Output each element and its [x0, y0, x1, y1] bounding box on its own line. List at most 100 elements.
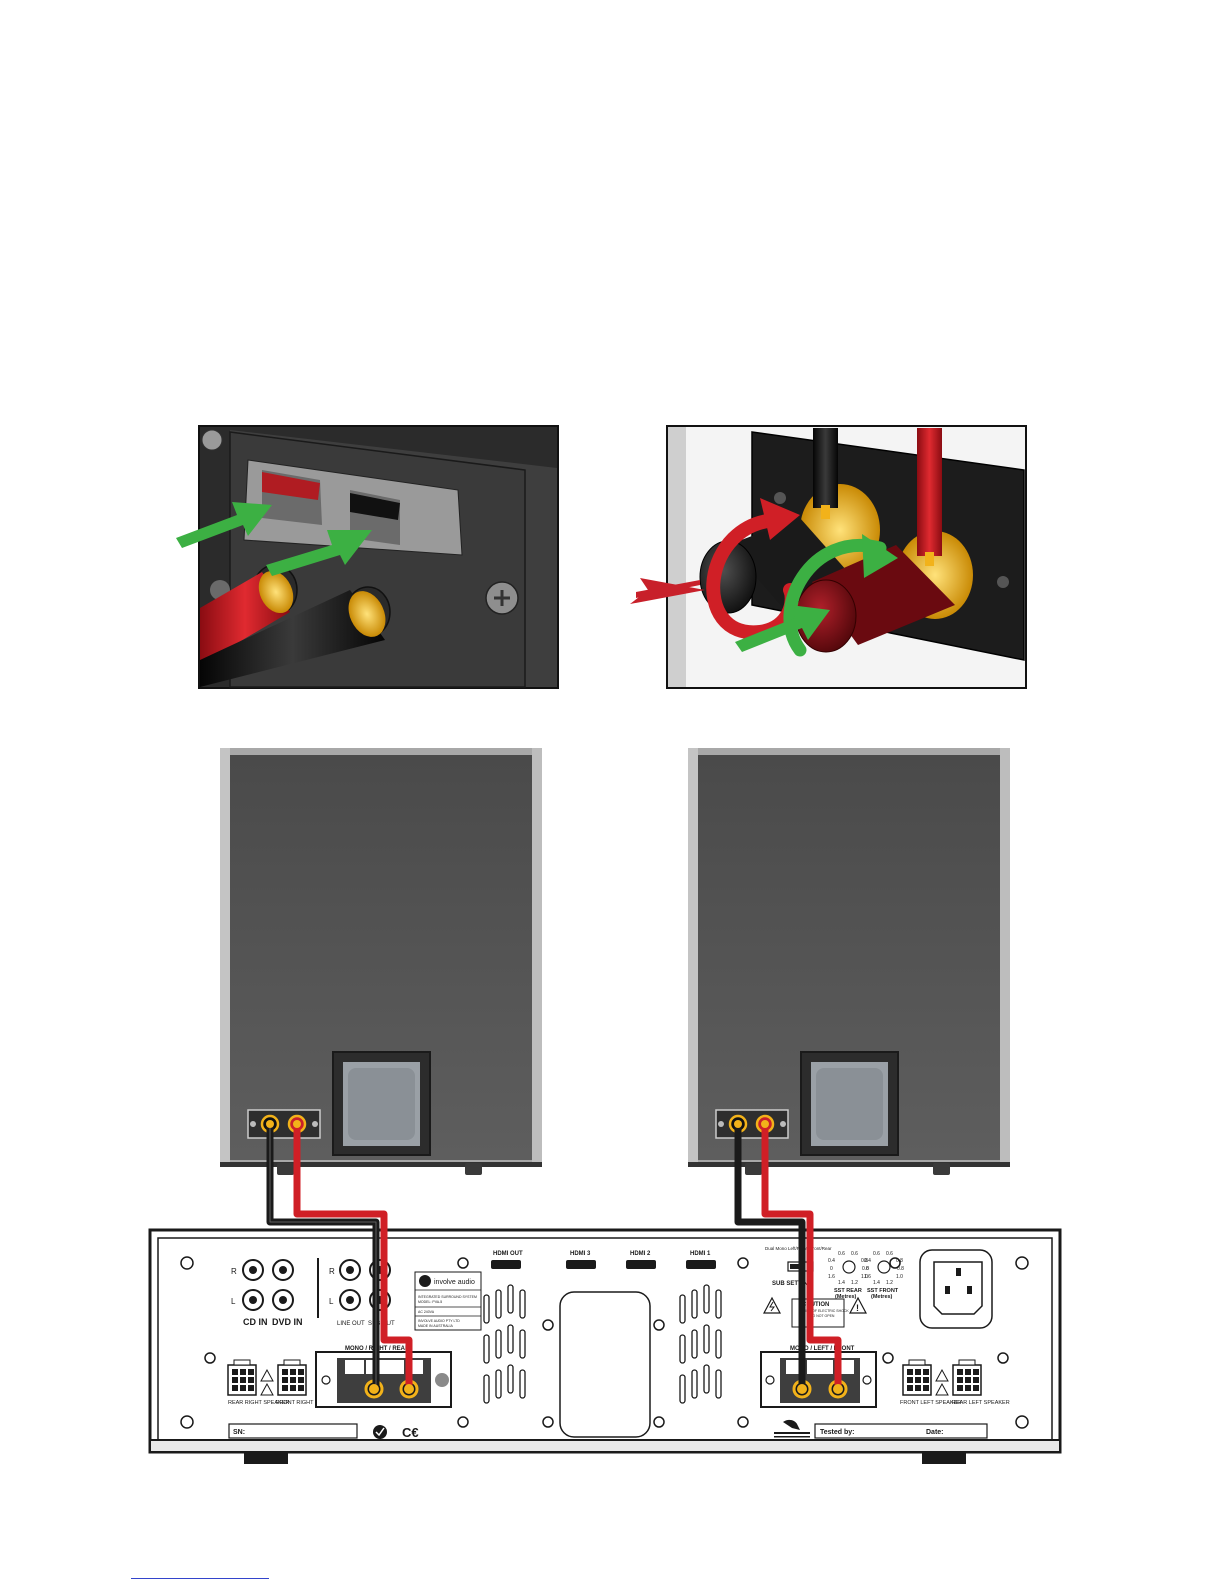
hdmi-port-icon — [626, 1260, 656, 1269]
tested-by-label: Tested by: — [820, 1429, 855, 1436]
sst-tick: 1.6 — [864, 1274, 871, 1280]
front-right-connector: FRONT RIGHT SPEAKER — [276, 1359, 341, 1406]
brand-line5: MADE IN AUSTRALIA — [418, 1324, 453, 1328]
sst-tick: 1.6 — [828, 1274, 835, 1280]
push-clip-arrow-icon — [266, 530, 372, 576]
sst-rear-unit: (Metres) — [835, 1294, 857, 1300]
sst-tick: 0 — [830, 1266, 833, 1272]
sst-tick: 0.8 — [896, 1258, 903, 1264]
binding-post-detail — [630, 425, 1027, 689]
date-label: Date: — [926, 1429, 944, 1436]
sst-rear-knob[interactable]: 0.6 0.6 0.4 0.8 0 0.8 1.6 1.0 1.4 1.2 SS… — [828, 1251, 869, 1300]
speaker-terminal — [247, 1109, 321, 1139]
speaker-left — [688, 748, 1010, 1175]
electric-shock-warning-icon — [763, 1296, 781, 1314]
sst-tick: 0.8 — [861, 1258, 868, 1264]
sst-tick: 0.6 — [838, 1251, 845, 1257]
tighten-arrow-icon — [735, 534, 898, 657]
hdmi-ports: HDMI OUT HDMI 3 HDMI 2 HDMI 1 — [491, 1251, 716, 1269]
rear-left-label: REAR LEFT SPEAKER — [952, 1400, 1010, 1406]
sst-tick: 0.4 — [864, 1258, 871, 1264]
hdmi-out-label: HDMI OUT — [493, 1251, 523, 1257]
left-speaker-cable — [734, 1124, 842, 1389]
involve-audio-logo-icon — [419, 1275, 431, 1287]
model-label: involve audio INTEGRATED SURROUND SYSTEM… — [414, 1271, 482, 1331]
kangaroo-logo-icon — [774, 1419, 810, 1438]
line-out-label: LINE OUT — [337, 1321, 365, 1327]
power-inlet — [919, 1249, 993, 1329]
terminal-left-label: MONO / LEFT / FRONT — [790, 1346, 855, 1352]
cd-in-label: CD IN — [243, 1317, 268, 1327]
sst-tick: 0.4 — [828, 1258, 835, 1264]
warning-icon — [260, 1368, 274, 1382]
sub-option-left-right: Left/Right — [788, 1246, 808, 1251]
sst-tick: 1.4 — [873, 1280, 880, 1286]
screw-icon — [201, 429, 223, 451]
sst-tick: 0.8 — [897, 1266, 904, 1272]
brand-line2: MODEL: PVA-5 — [418, 1300, 442, 1304]
hdmi-3-label: HDMI 3 — [570, 1251, 591, 1257]
sst-tick: 0.8 — [862, 1266, 869, 1272]
push-clip-arrow-icon — [176, 502, 272, 548]
sst-front-unit: (Metres) — [871, 1294, 893, 1300]
ce-mark-icon: C€ — [402, 1425, 419, 1440]
red-wire — [917, 428, 942, 556]
screw-icon — [180, 1256, 1029, 1429]
black-wire — [200, 590, 385, 687]
sst-tick: 0.6 — [851, 1251, 858, 1257]
sst-tick: 0.6 — [886, 1251, 893, 1257]
channel-r-label: R — [231, 1267, 237, 1276]
channel-l-label: L — [329, 1297, 334, 1306]
caution-title: CAUTION — [802, 1302, 829, 1308]
hdmi-1-label: HDMI 1 — [690, 1251, 711, 1257]
caution-line2: DO NOT OPEN — [810, 1314, 835, 1318]
warning-icon — [260, 1382, 274, 1396]
brand-line1: INTEGRATED SURROUND SYSTEM — [418, 1295, 477, 1299]
warning-icon — [935, 1382, 949, 1396]
sst-front-label: SST FRONT — [867, 1288, 899, 1294]
red-spring-clip — [262, 472, 320, 500]
channel-l-label: L — [231, 1297, 236, 1306]
brand-line3: AC 240VA — [418, 1310, 435, 1314]
sub-setting-label: SUB SETTING — [772, 1281, 813, 1287]
black-spring-clip — [350, 493, 400, 520]
front-left-connector: FRONT LEFT SPEAKER — [900, 1359, 961, 1406]
dvd-in-label: DVD IN — [272, 1317, 303, 1327]
front-left-label: FRONT LEFT SPEAKER — [900, 1400, 961, 1406]
vent-slots — [483, 1284, 722, 1404]
sst-tick: 1.0 — [861, 1274, 868, 1280]
hdmi-port-icon — [566, 1260, 596, 1269]
brand-line4: INVOLVE AUDIO PTY LTD — [418, 1319, 460, 1323]
footer-rule — [131, 1578, 269, 1579]
rear-left-connector: REAR LEFT SPEAKER — [952, 1359, 1010, 1406]
black-wire — [813, 428, 838, 508]
serial-number-field — [228, 1423, 358, 1439]
sst-tick: 1.2 — [851, 1280, 858, 1286]
amp-speaker-terminal-left: MONO / LEFT / FRONT — [760, 1346, 877, 1408]
right-speaker-cable — [266, 1124, 413, 1389]
speaker-right — [220, 748, 542, 1175]
rear-right-connector: REAR RIGHT SPEAKER — [227, 1359, 289, 1406]
warning-icon — [849, 1296, 867, 1314]
sub-option-dual-mono: Dual Mono — [765, 1246, 787, 1251]
channel-r-label: R — [329, 1267, 335, 1276]
sst-front-knob[interactable]: 0.6 0.6 0.4 0.8 0 0.8 1.6 1.0 1.4 1.2 SS… — [864, 1251, 904, 1300]
sst-tick: 1.2 — [886, 1280, 893, 1286]
sst-tick: 0.6 — [873, 1251, 880, 1257]
hdmi-port-icon — [686, 1260, 716, 1269]
front-right-label: FRONT RIGHT SPEAKER — [276, 1400, 341, 1406]
sst-tick: 1.4 — [838, 1280, 845, 1286]
svg-text:!: ! — [856, 1303, 859, 1313]
hdmi-port-icon — [491, 1260, 521, 1269]
spring-clip-detail — [176, 425, 559, 689]
amp-speaker-terminal-right: MONO / RIGHT / REAR — [315, 1346, 452, 1408]
warning-icon — [935, 1368, 949, 1382]
amplifier-rear-panel: R L R L CD IN DVD IN LINE OUT SUB OUT in… — [148, 1228, 1062, 1464]
sst-rear-label: SST REAR — [834, 1288, 862, 1294]
sst-tick: 0 — [866, 1266, 869, 1272]
compliance-mark-icon — [373, 1425, 387, 1439]
hdmi-2-label: HDMI 2 — [630, 1251, 651, 1257]
caution-line1: RISK OF ELECTRIC SHOCK — [803, 1309, 849, 1313]
sst-tick: 1.0 — [896, 1274, 903, 1280]
